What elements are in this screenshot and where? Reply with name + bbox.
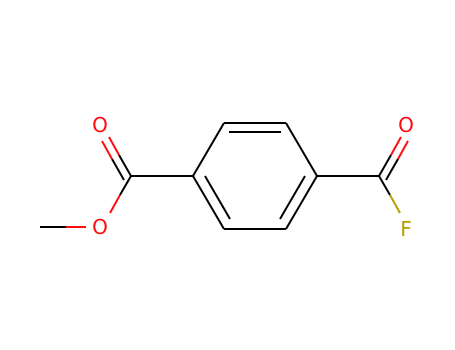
bond-ester-co-b-upper xyxy=(101,140,113,160)
ring-bond-6 xyxy=(192,175,225,230)
bond-ether-o-c-lower xyxy=(109,194,121,214)
bond-acyl-co-a-upper xyxy=(390,136,402,156)
ring-bond-3 xyxy=(285,122,318,177)
bond-acyl-co-b-upper xyxy=(397,140,409,160)
bond-acyl-co-b-lower xyxy=(385,158,399,181)
bond-acyl-cf-lower xyxy=(389,194,401,214)
bond-ether-o-c-upper xyxy=(119,175,132,196)
bond-ester-co-a-upper xyxy=(108,136,120,156)
bond-acyl-co-a-lower xyxy=(378,154,392,177)
atom-label-o-carbonyl-ester: O xyxy=(92,113,108,137)
atom-label-o-carbonyl-acyl: O xyxy=(398,113,414,137)
bond-acyl-cf-upper xyxy=(378,175,391,196)
ring-bond-1 xyxy=(192,122,225,177)
ring-inner-right xyxy=(279,175,306,220)
atom-label-f-acyl: F xyxy=(400,217,412,241)
bond-ester-co-a-lower xyxy=(118,154,132,177)
bond-ester-co-b-lower xyxy=(111,158,125,181)
ring-bond-4 xyxy=(285,175,318,230)
ring-inner-left xyxy=(204,175,231,220)
atom-label-o-ether: O xyxy=(92,215,108,239)
